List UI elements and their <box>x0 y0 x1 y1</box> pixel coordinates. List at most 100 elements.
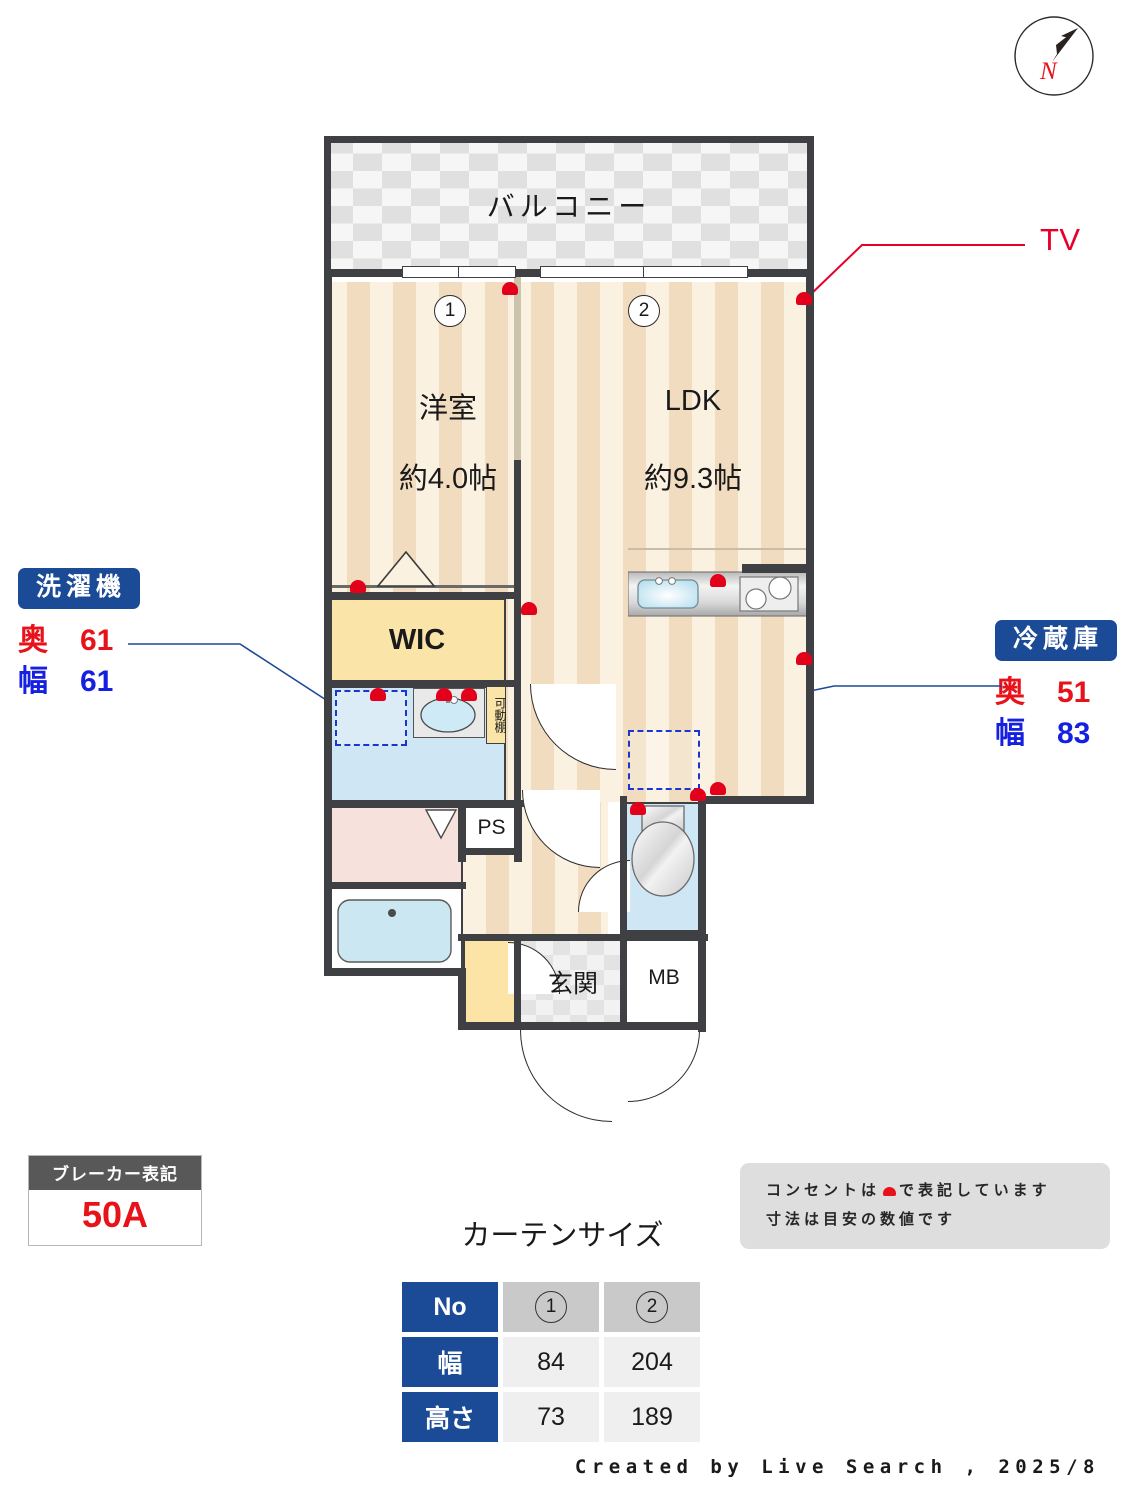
wall-top <box>324 136 814 143</box>
outlet-icon <box>796 292 812 305</box>
note-line-1: コンセントは で表記しています <box>740 1176 1110 1205</box>
outlet-icon <box>502 282 518 295</box>
wall-entrance-top <box>458 934 708 941</box>
breaker-box: ブレーカー表記 50A <box>28 1155 202 1246</box>
outlet-icon <box>521 602 537 615</box>
floor-plan: バルコニー 洋室 約4.0帖 LDK 約9.3帖 WIC 可動棚 <box>318 130 826 1122</box>
fridge-width-key: 幅 <box>995 716 1025 750</box>
curtain-size-table: No 1 2 幅 84 204 高さ 73 189 <box>397 1277 705 1447</box>
fridge-callout: 冷蔵庫 奥 51 幅 83 <box>995 620 1118 755</box>
note-line-1-pre: コンセントは <box>766 1182 881 1199</box>
outlet-icon <box>690 788 706 801</box>
note-line-1-post: で表記しています <box>899 1182 1051 1199</box>
curtain-col-1: 1 <box>503 1282 599 1332</box>
wall-partition-bedroom-ldk <box>514 276 521 602</box>
curtain-row-header-width: 幅 <box>402 1337 498 1387</box>
room-western-name: 洋室 <box>418 393 477 425</box>
wall-bottom-mid <box>458 1022 706 1030</box>
outlet-icon <box>630 802 646 815</box>
north-compass: N <box>1012 14 1096 98</box>
ldk-name: LDK <box>664 385 722 417</box>
curtain-size-title: カーテンサイズ <box>461 1220 664 1252</box>
legend-note: コンセントは で表記しています 寸法は目安の数値です <box>740 1163 1110 1249</box>
wall-bath-right <box>458 968 466 1030</box>
table-row-header: No 1 2 <box>402 1282 700 1332</box>
wic-closet <box>328 598 506 686</box>
note-line-2: 寸法は目安の数値です <box>766 1211 957 1229</box>
door-arc-mb <box>628 1030 700 1102</box>
curtain-width-1: 84 <box>503 1337 599 1387</box>
wall-balcony-right <box>807 136 814 276</box>
curtain-row-header-no: No <box>402 1282 498 1332</box>
mb-label: MB <box>648 966 680 989</box>
washer-depth-key: 奥 <box>18 624 48 657</box>
balcony-area <box>324 136 814 276</box>
table-row: 高さ 73 189 <box>402 1392 700 1442</box>
curtain-width-2: 204 <box>604 1337 700 1387</box>
curtain-col-1-num: 1 <box>535 1291 567 1323</box>
door-arc-entrance <box>520 1030 612 1122</box>
fridge-title: 冷蔵庫 <box>995 620 1118 661</box>
wall-wic-bottom <box>328 680 516 687</box>
wall-shoe-right <box>514 934 521 1030</box>
closet-fold-marker <box>376 550 436 587</box>
footer-credit: Created by Live Search , 2025/8 <box>574 1456 1100 1478</box>
outlet-icon <box>350 580 366 593</box>
fridge-depth-row: 奥 51 <box>995 673 1117 714</box>
wall-ps-left <box>458 800 466 862</box>
wall-ps-bottom <box>458 848 522 855</box>
curtain-col-2: 2 <box>604 1282 700 1332</box>
wall-right-lower <box>698 796 706 1032</box>
outlet-icon <box>461 688 477 701</box>
washer-leader-line <box>128 643 361 723</box>
window-bedroom <box>402 266 516 278</box>
wall-toilet-bottom <box>620 930 706 937</box>
wall-balcony-left <box>324 136 331 276</box>
window-mark-1: 1 <box>434 295 466 327</box>
fridge-depth-value: 51 <box>1057 676 1091 709</box>
wall-left <box>324 276 332 976</box>
outlet-legend-icon <box>883 1186 897 1196</box>
curtain-height-2: 189 <box>604 1392 700 1442</box>
washer-width-key: 幅 <box>18 664 48 698</box>
svg-text:N: N <box>1039 58 1058 85</box>
curtain-col-2-num: 2 <box>636 1291 668 1323</box>
ldk-area: 約9.3帖 <box>643 463 743 495</box>
washer-title: 洗濯機 <box>18 568 141 609</box>
fridge-width-value: 83 <box>1057 716 1091 750</box>
wall-right-step <box>698 796 814 804</box>
breaker-value: 50A <box>29 1190 201 1245</box>
tv-callout-label: TV <box>1040 222 1081 257</box>
toilet-room <box>624 802 704 938</box>
kitchen-upper-line <box>628 548 814 550</box>
wall-right-upper <box>806 276 814 802</box>
kitchen-hood-wall <box>742 564 814 573</box>
outlet-icon <box>370 688 386 701</box>
ps-label: PS <box>477 816 506 839</box>
movable-shelf-label: 可動棚 <box>493 697 507 733</box>
outlet-icon <box>796 652 812 665</box>
wall-ps-right <box>514 800 522 862</box>
outlet-icon <box>710 782 726 795</box>
window-ldk <box>540 266 748 278</box>
curtain-row-header-height: 高さ <box>402 1392 498 1442</box>
wic-label: WIC <box>388 624 446 656</box>
table-row: 幅 84 204 <box>402 1337 700 1387</box>
fridge-footprint <box>628 730 700 790</box>
wall-toilet-left <box>620 796 627 1030</box>
wall-wic-right <box>514 592 521 806</box>
washer-width-row: 幅 61 <box>18 662 140 703</box>
wall-partition-lower <box>514 460 521 602</box>
wall-bottom-left <box>324 968 464 976</box>
washer-width-value: 61 <box>80 664 114 698</box>
bathroom-area <box>328 886 463 976</box>
fridge-width-row: 幅 83 <box>995 714 1117 755</box>
curtain-height-1: 73 <box>503 1392 599 1442</box>
outlet-icon <box>436 688 452 701</box>
room-western-area: 約4.0帖 <box>398 463 498 495</box>
window-mark-2: 2 <box>628 295 660 327</box>
wall-wic-top <box>328 592 516 599</box>
fridge-depth-key: 奥 <box>995 676 1025 709</box>
tv-leader-line <box>809 244 1025 296</box>
